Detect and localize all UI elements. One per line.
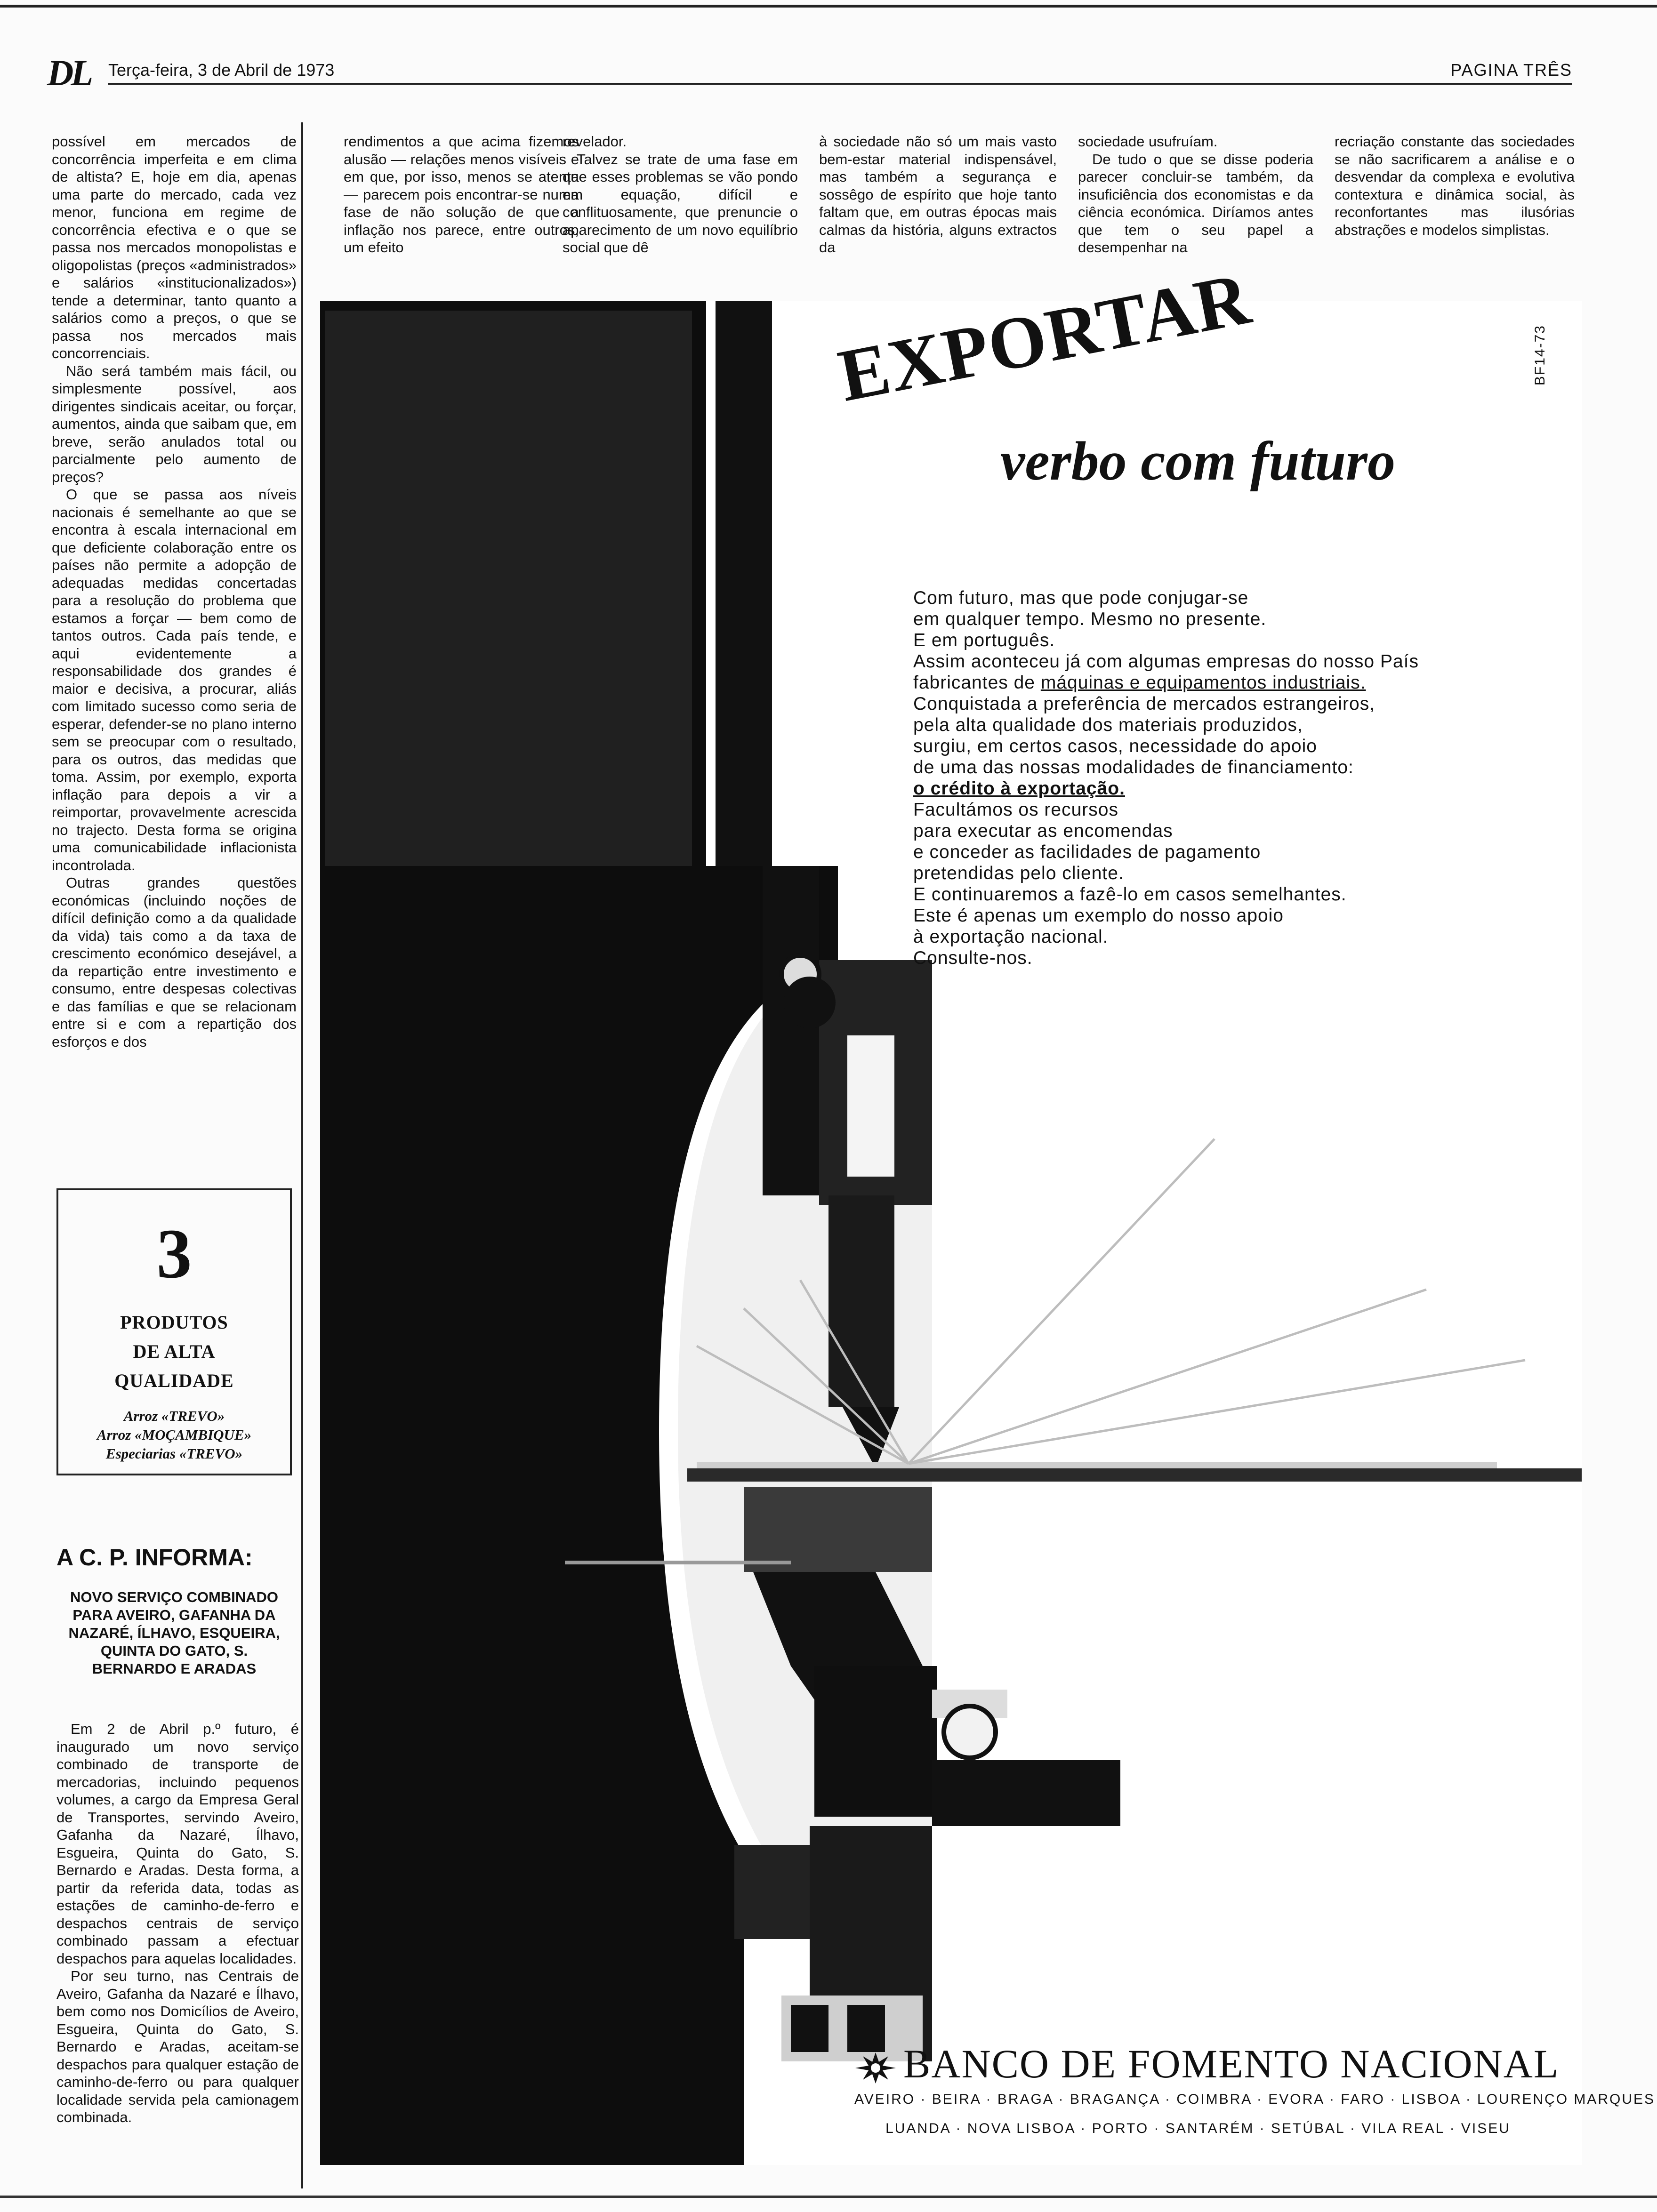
ad-copy-line: E em português. xyxy=(913,630,1055,650)
article-paragraph: sociedade usufruíam. xyxy=(1078,133,1218,150)
article-paragraph: Por seu turno, nas Centrais de Aveiro, G… xyxy=(56,1968,299,2125)
article-paragraph: rendimentos a que acima fizemos alusão —… xyxy=(344,133,579,256)
ad-copy-line: pela alta qualidade dos materiais produz… xyxy=(913,715,1303,735)
ad-copy-line: em qualquer tempo. Mesmo no presente. xyxy=(913,609,1267,629)
ad-copy-line: Conquistada a preferência de mercados es… xyxy=(913,694,1375,714)
ad-copy-line: Assim aconteceu já com algumas empresas … xyxy=(913,651,1419,672)
column-divider xyxy=(301,122,303,2188)
article-paragraph: recriação constante das sociedades se nã… xyxy=(1335,133,1575,238)
ad-copy-text: fabricantes de xyxy=(913,673,1041,693)
ad-copy-line: Este é apenas um exemplo do nosso apoio xyxy=(913,906,1284,926)
bank-logo-icon xyxy=(855,2052,896,2084)
ad-copy-line: de uma das nossas modalidades de financi… xyxy=(913,757,1354,777)
ad-copy-line: surgiu, em certos casos, necessidade do … xyxy=(913,736,1317,756)
ad-copy-line: à exportação nacional. xyxy=(913,927,1109,947)
masthead: DL Terça-feira, 3 de Abril de 1973 PAGIN… xyxy=(42,52,1572,93)
ad-copy-line: pretendidas pelo cliente. xyxy=(913,863,1124,883)
ad-copy-emphasis: o crédito à exportação. xyxy=(913,778,1125,799)
article-column-5: sociedade usufruíam. De tudo o que se di… xyxy=(1078,133,1313,256)
promo-item: Arroz «MOÇAMBIQUE» xyxy=(97,1427,252,1443)
article-column-4: à sociedade não só um mais vasto bem-est… xyxy=(819,133,1057,256)
advertisement xyxy=(320,301,1582,2165)
machine-photo xyxy=(320,301,1582,2165)
bank-signature: BANCO DE FOMENTO NACIONAL AVEIRO · BEIRA… xyxy=(854,2043,1656,2143)
ad-copy: Com futuro, mas que pode conjugar-se em … xyxy=(913,587,1525,969)
ad-copy-line: Com futuro, mas que pode conjugar-se xyxy=(913,588,1249,608)
article-column-6: recriação constante das sociedades se nã… xyxy=(1335,133,1575,239)
ad-tagline: verbo com futuro xyxy=(1000,430,1396,492)
article-paragraph: Talvez se trate de uma fase em que esses… xyxy=(563,151,798,256)
article-paragraph: Outras grandes questões económicas (incl… xyxy=(52,874,297,1050)
article-paragraph: Em 2 de Abril p.º futuro, é inaugurado u… xyxy=(56,1721,299,1967)
masthead-rule xyxy=(108,83,1572,85)
ad-copy-emphasis: máquinas e equipamentos industriais. xyxy=(1040,673,1366,693)
ad-copy-line: Consulte-nos. xyxy=(913,948,1033,968)
article-column-2: rendimentos a que acima fizemos alusão —… xyxy=(344,133,579,256)
ad-copy-line: Facultámos os recursos xyxy=(913,800,1118,820)
article-paragraph: Não será também mais fácil, ou simplesme… xyxy=(52,362,297,485)
acp-body: Em 2 de Abril p.º futuro, é inaugurado u… xyxy=(56,1720,299,2126)
bank-cities-line: AVEIRO · BEIRA · BRAGA · BRAGANÇA · COIM… xyxy=(854,2092,1656,2107)
top-border-rule xyxy=(0,5,1657,8)
promo-line: DE ALTA xyxy=(133,1341,216,1362)
bottom-border-rule xyxy=(0,2196,1657,2198)
article-paragraph: De tudo o que se disse poderia parecer c… xyxy=(1078,151,1313,256)
promo-number: 3 xyxy=(156,1215,192,1293)
promo-line: PRODUTOS xyxy=(120,1312,228,1333)
newspaper-logo: DL xyxy=(47,52,93,93)
ad-copy-line: fabricantes de máquinas e equipamentos i… xyxy=(913,672,1525,693)
article-paragraph: à sociedade não só um mais vasto bem-est… xyxy=(819,133,1057,256)
acp-title: A C. P. INFORMA: xyxy=(56,1544,253,1571)
acp-subtitle: NOVO SERVIÇO COMBINADO PARA AVEIRO, GAFA… xyxy=(68,1589,280,1677)
promo-line: QUALIDADE xyxy=(114,1370,234,1391)
bank-name-row: BANCO DE FOMENTO NACIONAL xyxy=(854,2043,1558,2085)
promo-box: 3 PRODUTOS DE ALTA QUALIDADE Arroz «TREV… xyxy=(56,1188,292,1475)
article-column-1: possível em mercados de concorrência imp… xyxy=(52,133,297,1050)
bank-cities-line: LUANDA · NOVA LISBOA · PORTO · SANTARÉM … xyxy=(885,2121,1511,2136)
article-column-3: revelador. Talvez se trate de uma fase e… xyxy=(563,133,798,256)
promo-item: Arroz «TREVO» xyxy=(123,1408,225,1424)
publication-date: Terça-feira, 3 de Abril de 1973 xyxy=(108,60,335,80)
ad-copy-line: E continuaremos a fazê-lo em casos semel… xyxy=(913,884,1347,905)
page-label: PAGINA TRÊS xyxy=(1450,60,1572,80)
bank-name: BANCO DE FOMENTO NACIONAL xyxy=(903,2041,1560,2086)
article-paragraph: revelador. xyxy=(563,133,627,150)
article-paragraph: O que se passa aos níveis nacionais é se… xyxy=(52,486,297,874)
article-paragraph: possível em mercados de concorrência imp… xyxy=(52,133,297,361)
ad-code: BF14-73 xyxy=(1532,325,1548,386)
ad-copy-line: para executar as encomendas xyxy=(913,821,1173,841)
promo-item: Especiarias «TREVO» xyxy=(105,1445,243,1462)
ad-copy-line: e conceder as facilidades de pagamento xyxy=(913,842,1261,862)
